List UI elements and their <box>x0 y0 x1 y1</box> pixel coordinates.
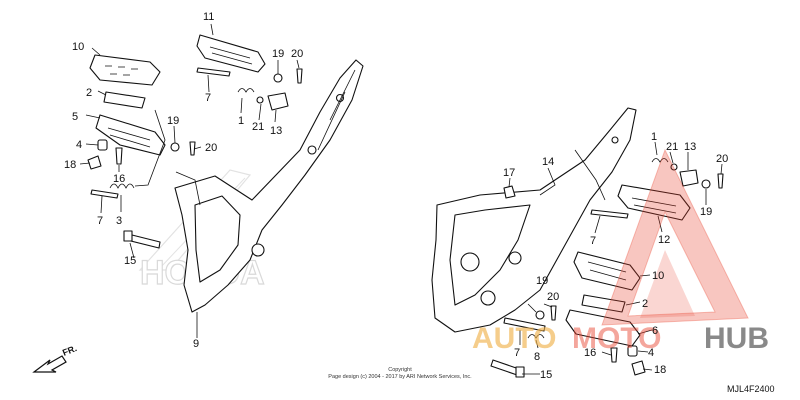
part-label: 18 <box>654 364 666 376</box>
part-label: 1 <box>238 115 244 127</box>
right-bracket-hole-2 <box>508 251 522 265</box>
part-label: 5 <box>72 111 78 123</box>
right-pin-7 <box>503 317 546 332</box>
left-upper-spring-1 <box>237 88 255 93</box>
watermark-moto: MOTO <box>572 322 661 355</box>
right-washer-19 <box>535 310 545 320</box>
front-direction-indicator: FR. <box>32 343 78 373</box>
part-label: 13 <box>270 125 282 137</box>
right-bracket-hole <box>460 252 480 272</box>
left-bolt-18 <box>87 155 102 170</box>
left-upper-pin-7 <box>196 67 231 77</box>
front-arrow-icon <box>32 355 67 373</box>
left-pin-7 <box>90 189 119 199</box>
left-step-assembly <box>79 23 364 338</box>
part-label: 16 <box>113 173 125 185</box>
right-upper-plunger-13 <box>679 169 699 187</box>
part-label: 9 <box>193 338 199 350</box>
left-spring-3 <box>109 183 135 189</box>
right-upper-spring-1 <box>651 158 669 163</box>
left-upper-plunger-13 <box>267 92 289 111</box>
right-bolt-15-head <box>515 366 525 378</box>
part-label: 10 <box>652 270 664 282</box>
part-number-labels: 10 2 5 4 18 16 3 7 15 9 11 7 19 20 1 21 … <box>64 11 728 381</box>
watermark-hub: HUB <box>704 322 769 355</box>
part-label: 11 <box>203 11 214 23</box>
left-plate <box>103 91 146 109</box>
right-plate-2 <box>581 294 626 313</box>
left-pin-16 <box>115 147 123 165</box>
part-label: 20 <box>205 142 217 154</box>
right-upper-cotter-20 <box>717 173 724 189</box>
right-bracket-hole-3 <box>480 290 496 306</box>
copyright-text: Page design (c) 2004 - 2017 by ARI Netwo… <box>328 374 472 380</box>
watermark-triangle-logo <box>601 148 749 326</box>
part-label: 12 <box>658 234 670 246</box>
right-cotter-20 <box>550 305 557 321</box>
left-bolt-15-head <box>123 230 133 242</box>
part-label: 2 <box>642 298 648 310</box>
part-label: 18 <box>64 159 76 171</box>
right-upper-pin-7 <box>590 209 629 219</box>
left-upper-footpeg <box>196 34 266 73</box>
part-label: 21 <box>666 141 678 153</box>
part-label: 15 <box>540 369 552 381</box>
left-bracket-inner <box>194 195 241 283</box>
part-label: 4 <box>76 139 82 151</box>
part-label: 19 <box>536 275 548 287</box>
front-label: FR. <box>61 343 78 358</box>
right-upper-washer-19 <box>701 179 711 189</box>
watermark-auto: AUTO <box>472 322 556 355</box>
right-step-assembly <box>431 107 724 378</box>
part-label: 16 <box>584 347 596 359</box>
copyright-title: Copyright <box>388 367 412 373</box>
right-bolt-18 <box>631 360 646 376</box>
part-label: 13 <box>684 141 696 153</box>
automotohub-watermark: AUTO MOTO HUB <box>472 148 769 355</box>
part-label: 4 <box>648 347 654 359</box>
right-upper-ball-21 <box>670 163 678 171</box>
part-label: 20 <box>547 291 559 303</box>
part-label: 3 <box>116 215 122 227</box>
right-bracket-hole-4 <box>611 136 619 144</box>
part-label: 7 <box>205 92 211 104</box>
left-bracket-hole-2 <box>307 145 317 155</box>
right-upper-footpeg <box>617 184 691 221</box>
part-label: 17 <box>503 167 515 179</box>
left-upper-washer-19 <box>273 73 283 83</box>
right-collar-4 <box>627 345 638 357</box>
right-bracket-inner <box>449 204 531 306</box>
part-label: 8 <box>534 351 540 363</box>
left-cotter-20 <box>189 141 196 156</box>
left-upper-ball-21 <box>256 96 264 104</box>
part-label: 19 <box>700 206 712 218</box>
part-label: 20 <box>291 48 303 60</box>
part-label: 7 <box>97 215 103 227</box>
part-label: 7 <box>514 347 520 359</box>
part-label: 19 <box>272 48 284 60</box>
left-bracket-hole <box>251 243 265 257</box>
part-label: 15 <box>124 255 136 267</box>
left-footpeg <box>95 114 166 156</box>
part-label: 2 <box>86 87 92 99</box>
part-label: 1 <box>651 131 657 143</box>
right-spring-8 <box>527 334 545 339</box>
left-upper-cotter-20 <box>296 68 303 84</box>
left-collar <box>97 139 108 151</box>
right-cap-17 <box>503 185 516 199</box>
part-label: 10 <box>72 41 84 53</box>
part-label: 14 <box>542 156 554 168</box>
left-washer-19 <box>170 142 180 152</box>
part-label: 20 <box>716 153 728 165</box>
part-label: 7 <box>590 235 596 247</box>
part-label: 6 <box>652 325 658 337</box>
part-label: 19 <box>167 115 179 127</box>
part-label: 21 <box>252 121 264 133</box>
right-pin-16 <box>610 347 618 363</box>
diagram-code: MJL4F2400 <box>727 384 775 394</box>
right-footpeg-rubber <box>573 251 641 291</box>
left-footpeg-rubber <box>89 54 161 86</box>
